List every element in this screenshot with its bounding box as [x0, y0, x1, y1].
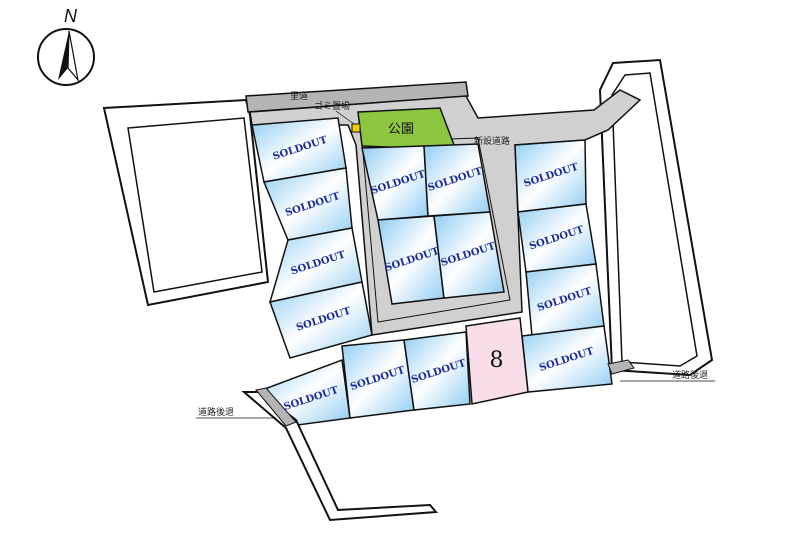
setback-left-label: 道路後退 — [198, 406, 234, 418]
north-arrow-outline-icon — [67, 30, 80, 83]
satomichi-label: 里道 — [290, 90, 308, 102]
park-label: 公園 — [388, 122, 414, 137]
new-road-label: 新設道路 — [474, 135, 510, 147]
lot-sold[interactable]: SOLDOUT — [525, 263, 605, 337]
lot-sold[interactable]: SOLDOUT — [251, 117, 347, 183]
right-neighbor-inner — [611, 72, 698, 367]
gomi-leader-line — [335, 110, 355, 125]
satomichi-road — [245, 81, 469, 113]
lot-shape[interactable] — [269, 281, 373, 359]
lot-shape[interactable] — [433, 211, 505, 299]
lot-label: 8 — [490, 348, 504, 373]
lot-sold[interactable]: SOLDOUT — [521, 325, 613, 393]
setback-right-label: 道路後退 — [672, 369, 708, 381]
gomi-label: ゴミ置場 — [314, 100, 350, 112]
lot-sold[interactable]: SOLDOUT — [361, 145, 429, 221]
lot-sold[interactable]: SOLDOUT — [423, 143, 491, 217]
lot-shape[interactable] — [465, 317, 529, 405]
lot-sold[interactable]: SOLDOUT — [377, 215, 445, 305]
north-label: N — [64, 6, 78, 26]
lot-sold[interactable]: SOLDOUT — [262, 167, 353, 241]
left-neighbor-inner — [127, 117, 263, 293]
lot-sold[interactable]: SOLDOUT — [514, 139, 587, 213]
lot-sold[interactable]: SOLDOUT — [433, 211, 505, 299]
left-setback-strip — [255, 387, 297, 427]
compass: N — [37, 6, 95, 86]
gomi-box — [351, 123, 361, 133]
lot-sold[interactable]: SOLDOUT — [269, 281, 373, 359]
north-arrow-icon — [58, 31, 69, 80]
lot-sold[interactable]: SOLDOUT — [517, 203, 597, 273]
lot-available[interactable]: 8 — [465, 317, 529, 405]
right-setback-strip — [607, 359, 635, 375]
lot-sold[interactable]: SOLDOUT — [403, 331, 471, 411]
lot-shape[interactable] — [403, 331, 471, 411]
lot-sold[interactable]: SOLDOUT — [341, 339, 415, 419]
